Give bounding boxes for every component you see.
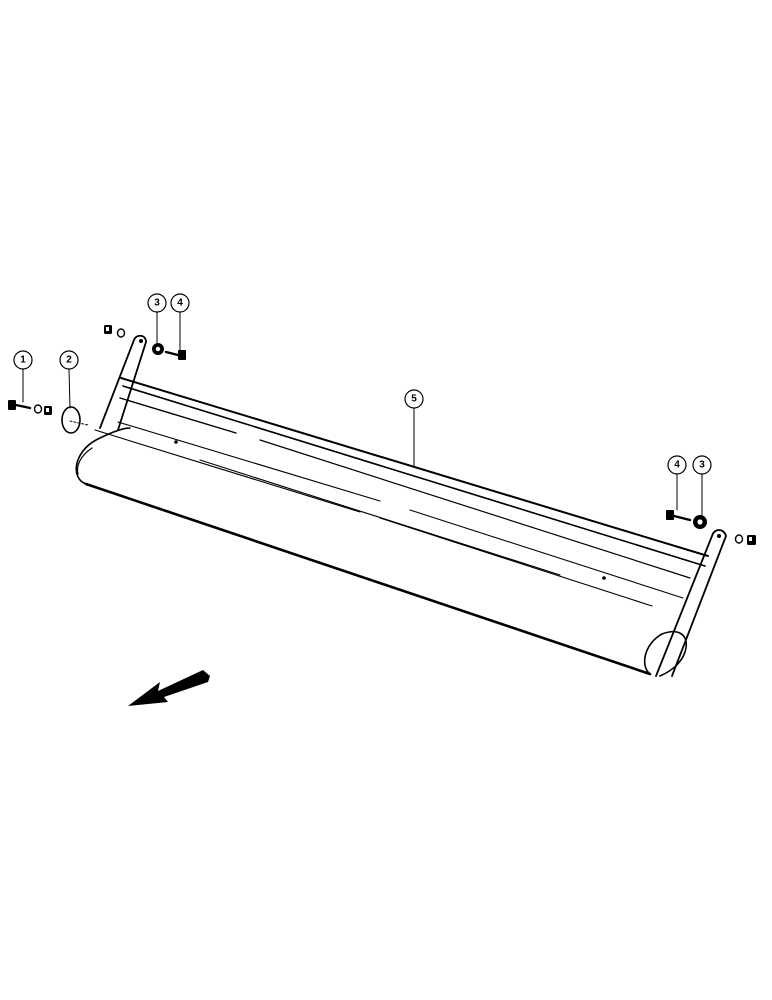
roller-assembly — [75, 377, 709, 677]
callout-label: 4 — [177, 298, 183, 309]
callout-label: 2 — [66, 355, 72, 366]
direction-arrow-icon — [128, 670, 210, 706]
nut — [747, 535, 756, 545]
washer — [33, 404, 43, 414]
callout-label: 5 — [411, 394, 417, 405]
nut — [44, 406, 52, 415]
washer — [734, 534, 744, 544]
nut — [104, 325, 112, 334]
callout-label: 4 — [674, 460, 680, 471]
left-hardware — [8, 325, 186, 434]
callout-4-left: 4 — [170, 293, 190, 351]
callout-5: 5 — [404, 389, 424, 467]
cap-disc-2 — [61, 406, 89, 434]
bolt-1 — [8, 400, 32, 410]
left-side-arm — [99, 334, 147, 431]
bolt-4 — [164, 350, 186, 360]
callout-label: 1 — [20, 355, 26, 366]
callout-label: 3 — [154, 298, 160, 309]
nut-3 — [152, 343, 164, 355]
washer — [116, 328, 126, 338]
right-side-arm — [655, 529, 727, 677]
callout-3-right: 3 — [692, 455, 712, 516]
callout-4-right: 4 — [667, 455, 687, 511]
callout-1: 1 — [13, 350, 33, 403]
callout-2: 2 — [59, 350, 79, 409]
callout-label: 3 — [699, 460, 705, 471]
bolt-hole — [602, 576, 606, 580]
callout-3-left: 3 — [147, 293, 167, 344]
nut-3 — [693, 515, 707, 529]
bolt-4 — [666, 510, 692, 522]
right-hardware — [666, 510, 756, 545]
bolt-hole — [174, 440, 178, 444]
